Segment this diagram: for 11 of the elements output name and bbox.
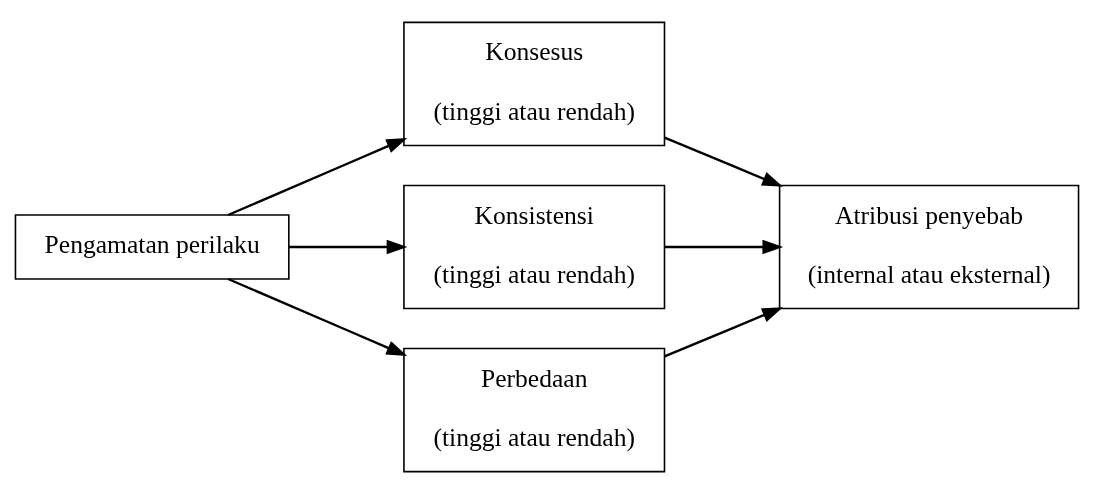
arrow [227, 277, 408, 357]
arrow [664, 307, 783, 358]
arrow [664, 239, 784, 255]
node-box: Konsesus (tinggi atau rendah) [403, 21, 666, 147]
arrow [664, 136, 783, 187]
node-box: Pengamatan perilaku [14, 214, 290, 280]
arrow [227, 137, 408, 217]
node-box: Perbedaan (tinggi atau rendah) [403, 347, 666, 473]
arrow [288, 239, 408, 255]
node-box: Konsistensi (tinggi atau rendah) [403, 184, 666, 310]
node-box: Atribusi penyebab (internal atau eksternal) [778, 184, 1080, 310]
